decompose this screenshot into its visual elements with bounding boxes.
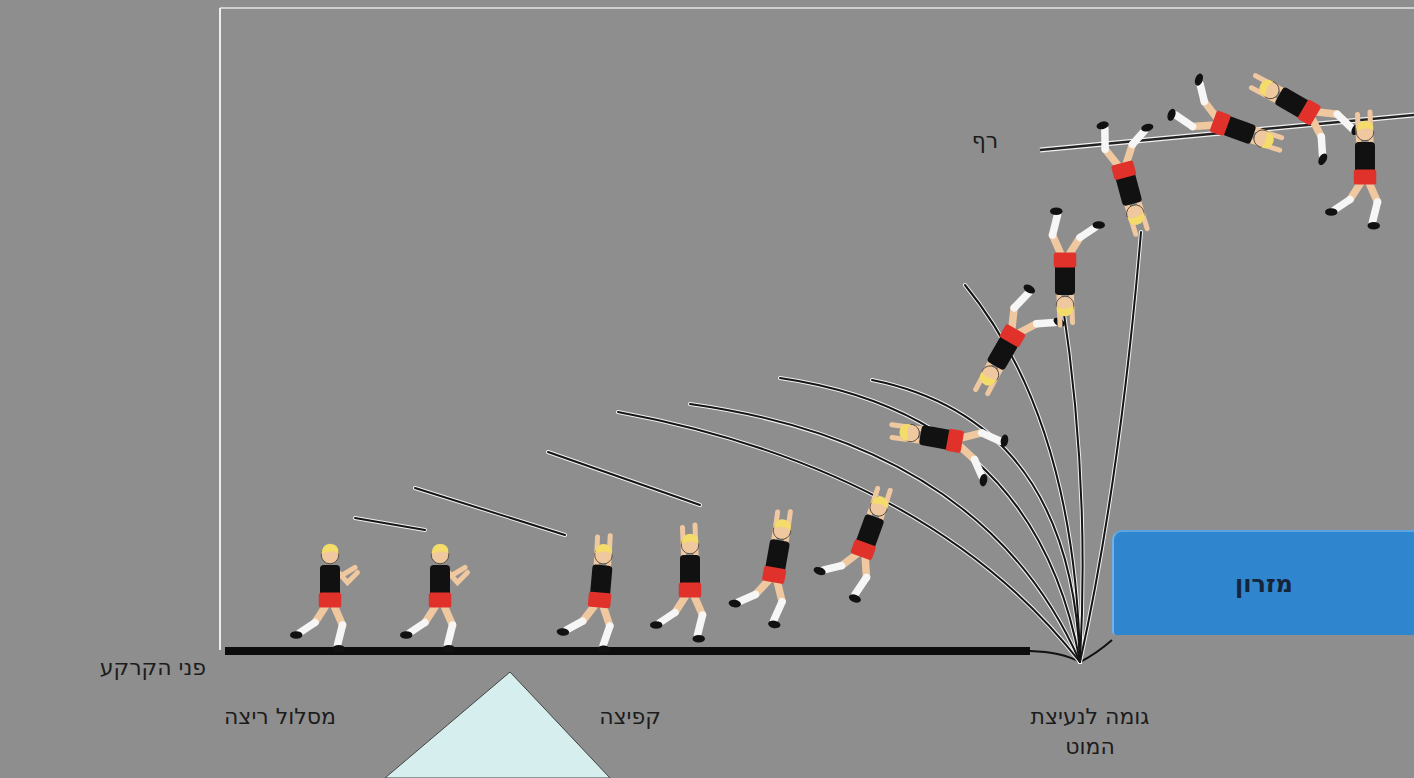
poles <box>355 232 1141 662</box>
athlete-figure <box>650 525 705 643</box>
athlete-figure <box>1050 208 1105 326</box>
frame-line <box>219 8 221 650</box>
athlete-figure <box>808 475 900 604</box>
node-text: מזרון <box>1235 570 1293 598</box>
athlete-figure <box>1166 68 1295 160</box>
athlete-figure <box>884 415 1009 490</box>
text-label: פני הקרקע <box>10 653 206 683</box>
mattress-box: מזרון <box>1112 530 1414 635</box>
athlete-figure <box>290 544 358 653</box>
text-label: גומה לנעיצת המוט <box>1005 702 1175 762</box>
text-label: קפיצה <box>560 702 700 732</box>
text-label: מסלול ריצה <box>200 702 360 732</box>
athlete-figure <box>400 544 468 653</box>
athlete-figure <box>1325 112 1380 230</box>
athlete-figure <box>555 532 620 654</box>
athlete-figure <box>1096 109 1180 237</box>
athlete-figure <box>726 504 801 629</box>
pointer-triangle <box>385 672 610 778</box>
ground-line <box>225 647 1030 655</box>
athlete-figure <box>1233 67 1362 173</box>
text-label: רף <box>945 126 1025 156</box>
frame-line <box>220 7 1414 9</box>
